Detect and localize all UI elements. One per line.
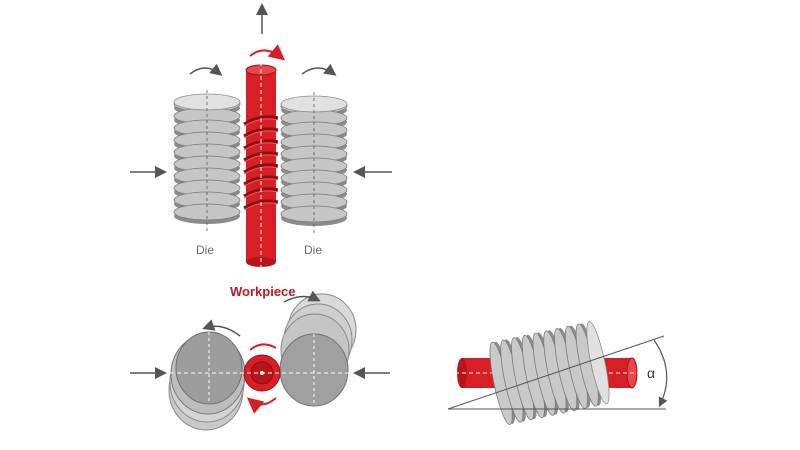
- die-right-label: Die: [304, 243, 322, 257]
- rotation-arrow-icon: [246, 397, 277, 414]
- die-left: [173, 90, 241, 232]
- die-tilted: [489, 321, 610, 425]
- angle-arc: [653, 339, 668, 408]
- front-view: Die Die: [130, 3, 392, 268]
- die-right: [280, 92, 348, 234]
- rotation-arrow-icon: [202, 319, 241, 337]
- rotation-arrow-icon: [189, 63, 223, 76]
- angle-view: α: [447, 321, 668, 425]
- rotation-arrow-icon: [283, 290, 321, 303]
- die-disc-right: [279, 293, 357, 407]
- workpiece-rod: [243, 62, 279, 268]
- rotation-arrow-icon: [249, 343, 277, 351]
- reference-line-angled: [447, 335, 665, 410]
- die-left-label: Die: [196, 243, 214, 257]
- die-disc-left: [168, 331, 246, 431]
- workpiece-label: Workpiece: [230, 284, 296, 299]
- top-view: Workpiece: [130, 284, 390, 431]
- rotation-arrow-icon: [249, 44, 286, 61]
- rotation-arrow-icon: [301, 63, 337, 76]
- angle-label: α: [647, 365, 655, 381]
